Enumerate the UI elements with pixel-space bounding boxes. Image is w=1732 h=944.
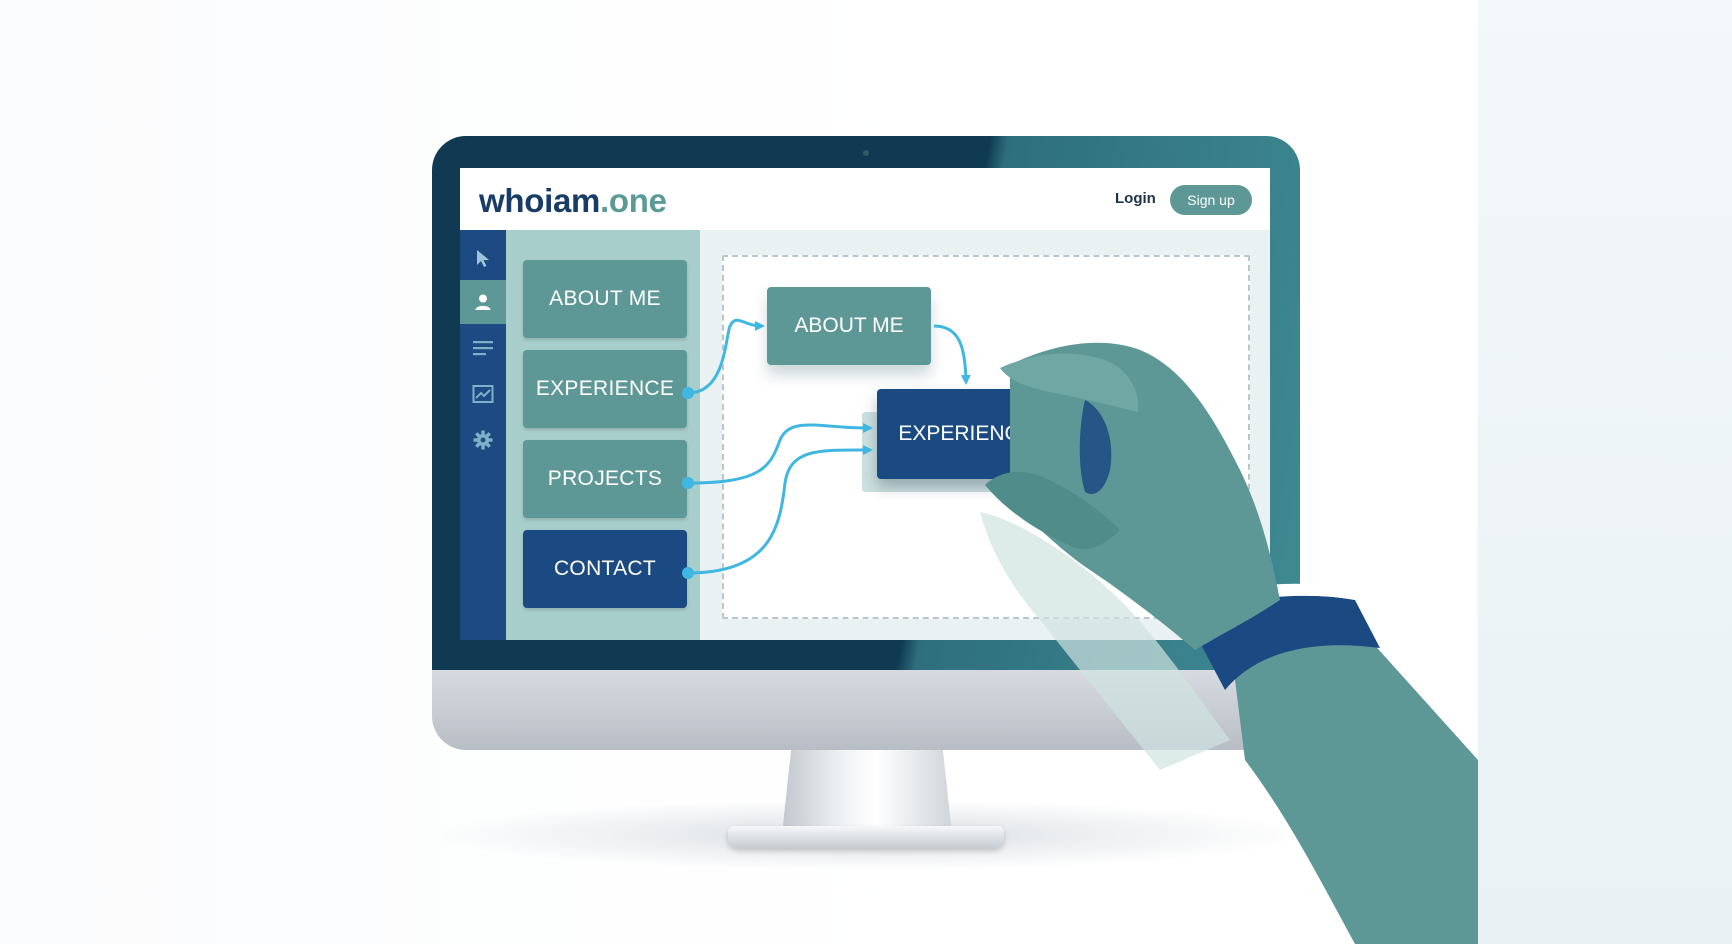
library-item-about-me[interactable]: ABOUT ME — [523, 260, 687, 338]
cursor-icon — [477, 250, 489, 267]
canvas-card-about-me[interactable]: ABOUT ME — [767, 287, 931, 365]
background-panel — [1478, 0, 1732, 944]
library-item-contact[interactable]: CONTACT — [523, 530, 687, 608]
user-icon — [475, 294, 491, 310]
brand-name: whoiam — [479, 182, 601, 219]
monitor-screen: whoiam.one Login Sign up — [460, 168, 1270, 640]
canvas-card-experience[interactable]: EXPERIENCE — [877, 389, 1055, 479]
login-link[interactable]: Login — [1115, 190, 1156, 207]
library-item-projects[interactable]: PROJECTS — [523, 440, 687, 518]
monitor-stand-base — [728, 826, 1004, 848]
tool-text[interactable] — [460, 326, 506, 370]
signup-button[interactable]: Sign up — [1170, 185, 1252, 215]
tool-sidebar — [460, 230, 506, 640]
tool-profile[interactable] — [460, 280, 506, 324]
chart-icon — [472, 385, 494, 403]
tool-chart[interactable] — [460, 372, 506, 416]
brand-extension: .one — [600, 182, 667, 219]
app-header: whoiam.one Login Sign up — [460, 168, 1270, 231]
tool-settings[interactable] — [460, 418, 506, 462]
tool-select[interactable] — [460, 236, 506, 280]
library-item-experience[interactable]: EXPERIENCE — [523, 350, 687, 428]
brand-logo[interactable]: whoiam.one — [479, 182, 667, 220]
section-library: ABOUT ME EXPERIENCE PROJECTS CONTACT — [506, 230, 700, 640]
text-lines-icon — [473, 341, 493, 356]
monitor-stand-neck — [782, 740, 952, 834]
webcam-dot — [863, 150, 869, 156]
gear-icon — [473, 430, 493, 450]
